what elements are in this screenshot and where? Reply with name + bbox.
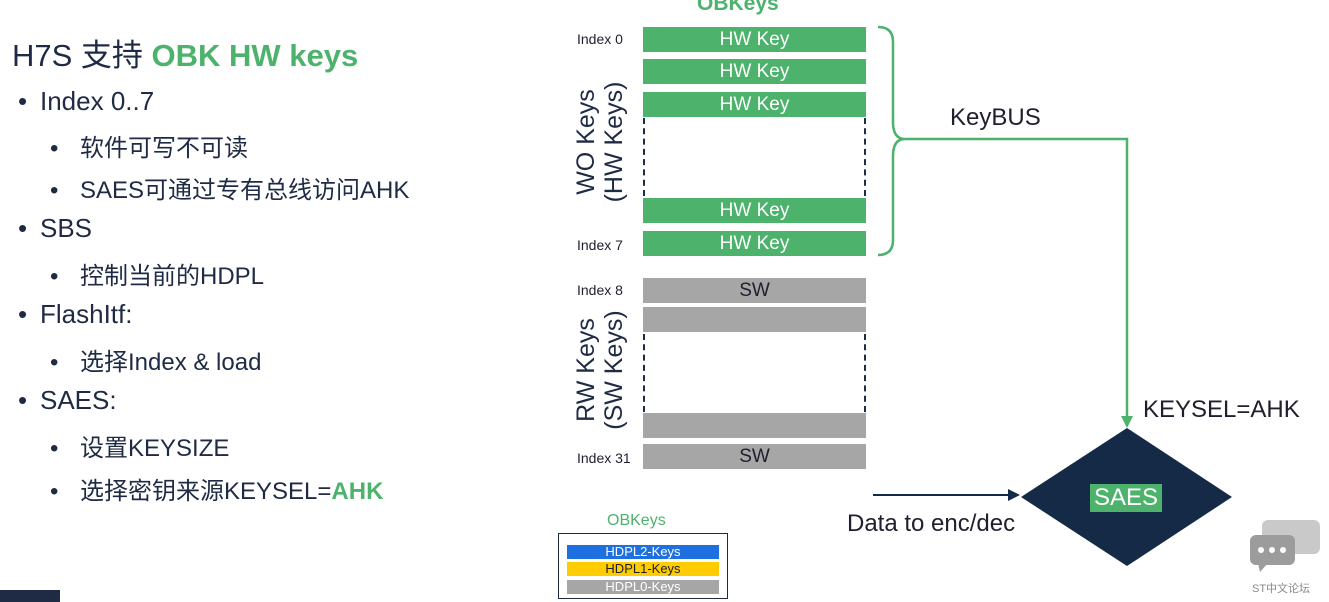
bullet-sw-write-only: •软件可写不可读 xyxy=(50,135,248,162)
hw-gap-right-dash xyxy=(864,118,866,196)
legend-title: OBKeys xyxy=(607,512,666,529)
hw-key-slot: HW Key xyxy=(643,59,866,84)
index-31-label: Index 31 xyxy=(577,450,631,466)
page-title: H7S 支持 OBK HW keys xyxy=(12,38,359,73)
hw-key-slot: HW Key xyxy=(643,92,866,117)
obkeys-title: OBKeys xyxy=(697,0,779,15)
index-7-label: Index 7 xyxy=(577,237,623,253)
chat-bubbles-icon xyxy=(1250,520,1320,572)
hw-key-slot: HW Key xyxy=(643,198,866,223)
bullet-sbs: •SBS xyxy=(18,213,93,243)
bullet-flashitf: •FlashItf: xyxy=(18,299,133,329)
index-8-label: Index 8 xyxy=(577,282,623,298)
keysel-label: KEYSEL=AHK xyxy=(1143,396,1300,423)
index-0-label: Index 0 xyxy=(577,31,623,47)
bullet-saes: •SAES: xyxy=(18,385,117,415)
sw-key-slot: SW xyxy=(643,278,866,303)
keybus-arrowhead xyxy=(1121,416,1133,428)
saes-label: SAES xyxy=(1090,484,1163,512)
bullet-saes-bus: •SAES可通过专有总线访问AHK xyxy=(50,177,410,204)
sw-key-slot: SW xyxy=(643,444,866,469)
sw-gap-right-dash xyxy=(864,334,866,412)
legend-item-hdpl0: HDPL0-Keys xyxy=(567,580,719,594)
sw-gap-left-dash xyxy=(643,334,645,412)
keybus-line xyxy=(905,137,1129,418)
hw-key-slot: HW Key xyxy=(643,231,866,256)
legend-box: HDPL2-Keys HDPL1-Keys HDPL0-Keys xyxy=(558,533,728,599)
keybus-brace xyxy=(877,25,906,257)
bullet-hdpl: •控制当前的HDPL xyxy=(50,263,265,290)
bullet-index-load: •选择Index & load xyxy=(50,349,262,376)
data-arrowhead xyxy=(1008,489,1020,501)
sw-key-slot-empty xyxy=(643,413,866,438)
watermark-text: ST中文论坛 xyxy=(1252,583,1311,595)
data-label: Data to enc/dec xyxy=(847,510,1016,537)
sw-key-slot-empty xyxy=(643,307,866,332)
bullet-keysel: •选择密钥来源KEYSEL=AHK xyxy=(50,478,384,505)
bullet-index-range: •Index 0..7 xyxy=(18,86,155,116)
title-highlight: OBK HW keys xyxy=(151,38,359,73)
bullet-keysize: •设置KEYSIZE xyxy=(50,435,230,462)
legend-item-hdpl2: HDPL2-Keys xyxy=(567,545,719,559)
keybus-label: KeyBUS xyxy=(950,104,1041,131)
legend-item-hdpl1: HDPL1-Keys xyxy=(567,562,719,576)
hw-gap-left-dash xyxy=(643,118,645,196)
hw-key-slot: HW Key xyxy=(643,27,866,52)
logo-corner xyxy=(0,590,60,602)
